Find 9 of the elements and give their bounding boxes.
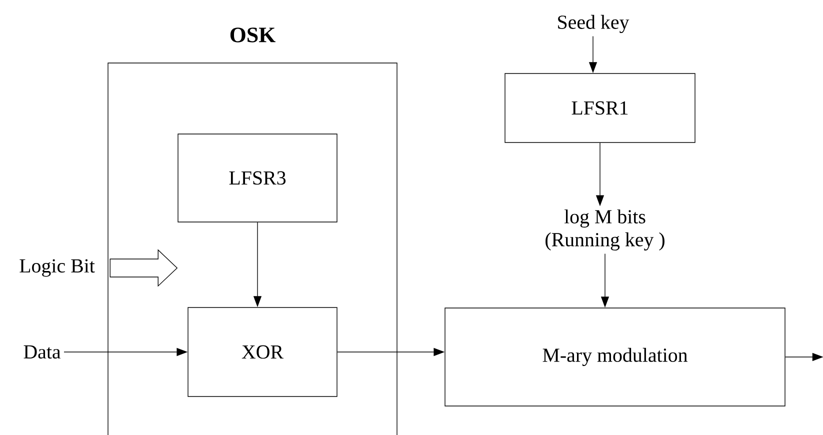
hollow-arrow bbox=[110, 249, 178, 287]
process-box: LFSR1 bbox=[504, 73, 696, 143]
input-label: Data bbox=[24, 345, 61, 359]
process-box: LFSR3 bbox=[178, 134, 338, 222]
input-label: log M bits (Running key ) bbox=[546, 209, 664, 250]
input-label: Seed key bbox=[558, 14, 630, 34]
process-box: XOR bbox=[188, 307, 338, 397]
input-label: Logic Bit bbox=[20, 259, 95, 277]
process-box: M-ary modulation bbox=[444, 308, 786, 406]
